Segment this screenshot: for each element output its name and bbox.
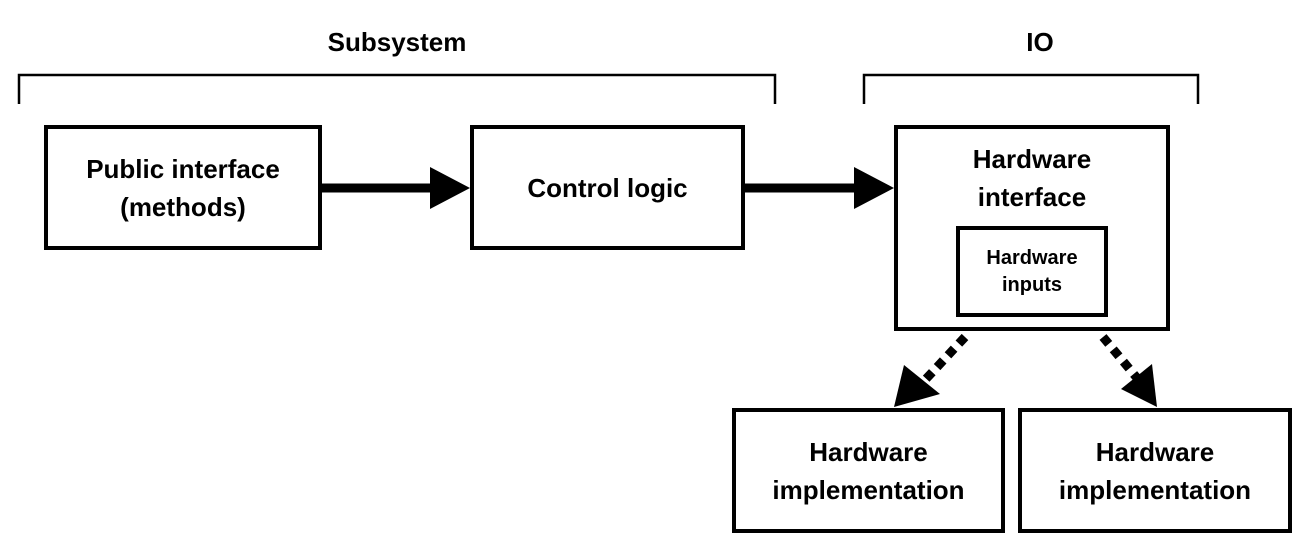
hardware-impl-right-label: Hardware implementation: [1024, 414, 1286, 527]
hardware-impl-right-line1: Hardware: [1095, 436, 1215, 467]
hardware-inputs-line2: inputs: [1002, 273, 1062, 296]
arrow-hardware-to-impl-left: [894, 333, 969, 407]
hardware-impl-right-box: [1018, 408, 1292, 533]
io-label-text: IO: [1026, 27, 1054, 57]
hardware-interface-line2: interface: [977, 182, 1087, 212]
hardware-impl-left-line2: implementation: [772, 474, 965, 505]
hardware-inputs-box: [956, 226, 1108, 317]
subsystem-label: Subsystem: [297, 24, 497, 61]
arrow-control-to-hardware: [743, 167, 894, 209]
control-logic-label: Control logic: [476, 131, 739, 244]
public-interface-line1: Public interface: [86, 153, 280, 184]
io-label: IO: [990, 24, 1090, 61]
arrow-public-to-control: [320, 167, 470, 209]
control-logic-line1: Control logic: [527, 172, 688, 203]
io-bracket: [862, 73, 1200, 104]
arrow-hardware-to-impl-right: [1099, 334, 1157, 407]
hardware-inputs-label: Hardware inputs: [962, 232, 1102, 311]
public-interface-line2: (methods): [120, 191, 246, 222]
public-interface-label: Public interface (methods): [50, 131, 316, 244]
hardware-impl-right-line2: implementation: [1058, 474, 1252, 505]
hardware-impl-left-line1: Hardware: [809, 436, 928, 467]
control-logic-box: [470, 125, 745, 250]
hardware-impl-left-box: [732, 408, 1005, 533]
subsystem-label-text: Subsystem: [327, 27, 467, 57]
subsystem-bracket: [17, 73, 777, 104]
hardware-interface-label: Hardware interface: [900, 140, 1164, 216]
hardware-interface-line1: Hardware: [972, 144, 1092, 174]
hardware-impl-left-label: Hardware implementation: [738, 414, 999, 527]
hardware-inputs-line1: Hardware: [986, 246, 1078, 269]
